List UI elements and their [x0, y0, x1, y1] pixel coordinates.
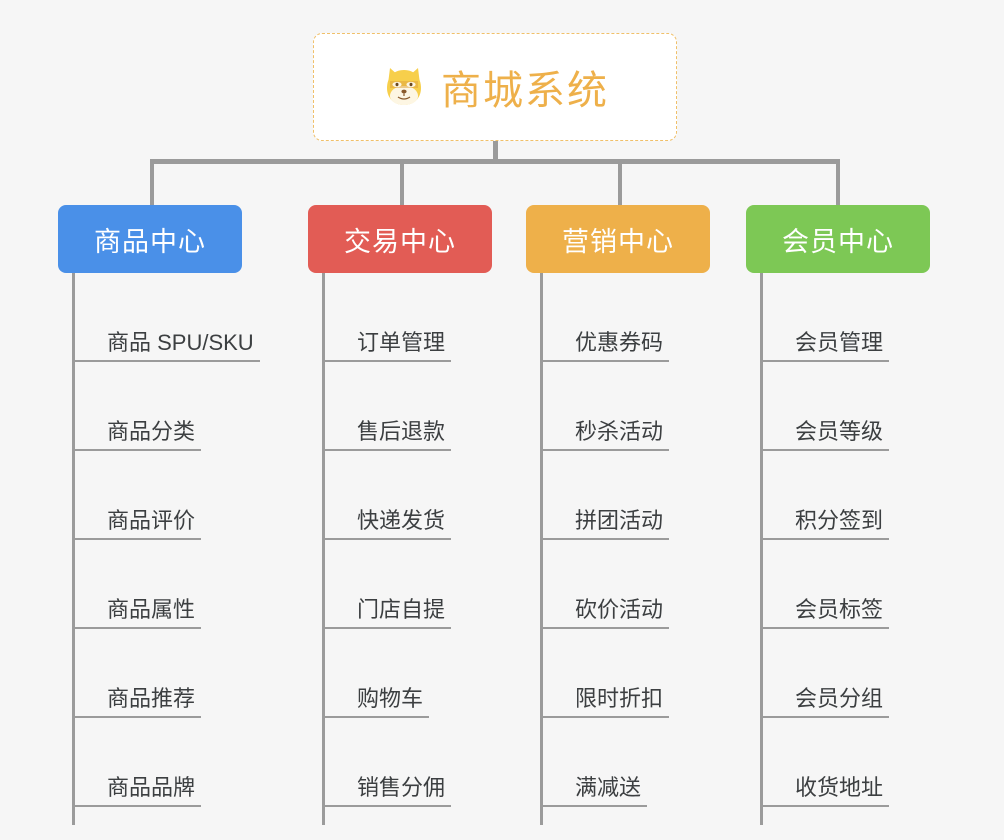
- leaf-label: 订单管理: [325, 329, 452, 362]
- connector-drop-category-1: [150, 159, 154, 206]
- connector-drop-category-3: [618, 159, 622, 206]
- leaf-trunk-2: [322, 273, 325, 825]
- connector-horizontal-bus: [150, 159, 840, 164]
- leaf-item[interactable]: 购物车: [325, 629, 430, 718]
- leaf-label: 会员管理: [763, 329, 890, 362]
- leaf-label: 会员等级: [763, 418, 890, 451]
- leaf-item[interactable]: 商品推荐: [75, 629, 202, 718]
- leaf-label: 会员分组: [763, 685, 890, 718]
- leaf-item[interactable]: 会员管理: [763, 273, 890, 362]
- category-box-4[interactable]: 会员中心: [746, 205, 930, 273]
- leaf-label: 售后退款: [325, 418, 452, 451]
- leaf-label: 拼团活动: [543, 507, 670, 540]
- leaf-item[interactable]: 销售分佣: [325, 718, 452, 807]
- category-box-1[interactable]: 商品中心: [58, 205, 242, 273]
- leaf-label: 商品推荐: [75, 685, 202, 718]
- leaf-item[interactable]: 商品评价: [75, 451, 202, 540]
- leaf-item[interactable]: 商品 SPU/SKU: [75, 273, 260, 362]
- leaf-item[interactable]: 拼团活动: [543, 451, 670, 540]
- leaf-item[interactable]: 限时折扣: [543, 629, 670, 718]
- leaf-trunk-3: [540, 273, 543, 825]
- leaf-label: 收货地址: [763, 774, 890, 807]
- category-box-3[interactable]: 营销中心: [526, 205, 710, 273]
- leaf-trunk-1: [72, 273, 75, 825]
- leaf-item[interactable]: 会员等级: [763, 362, 890, 451]
- leaf-label: 优惠券码: [543, 329, 670, 362]
- leaf-item[interactable]: 会员标签: [763, 540, 890, 629]
- connector-root-stem: [493, 141, 498, 162]
- leaf-item[interactable]: 收货地址: [763, 718, 890, 807]
- root-title: 商城系统: [441, 69, 609, 113]
- leaf-item[interactable]: 快递发货: [325, 451, 452, 540]
- leaf-item[interactable]: 商品品牌: [75, 718, 202, 807]
- leaf-item[interactable]: 订单管理: [325, 273, 452, 362]
- leaf-label: 商品评价: [75, 507, 202, 540]
- leaf-item[interactable]: 商品分类: [75, 362, 202, 451]
- category-box-2[interactable]: 交易中心: [308, 205, 492, 273]
- leaf-item[interactable]: 砍价活动: [543, 540, 670, 629]
- leaf-label: 秒杀活动: [543, 418, 670, 451]
- category-label-1: 商品中心: [94, 226, 206, 257]
- leaf-label: 快递发货: [325, 507, 452, 540]
- leaf-label: 积分签到: [763, 507, 890, 540]
- leaf-item[interactable]: 秒杀活动: [543, 362, 670, 451]
- leaf-item[interactable]: 门店自提: [325, 540, 452, 629]
- category-label-3: 营销中心: [562, 226, 674, 257]
- category-label-4: 会员中心: [782, 226, 894, 257]
- leaf-item[interactable]: 售后退款: [325, 362, 452, 451]
- root-node[interactable]: 商城系统: [313, 33, 677, 141]
- leaf-item[interactable]: 商品属性: [75, 540, 202, 629]
- leaf-label: 限时折扣: [543, 685, 670, 718]
- connector-drop-category-4: [836, 159, 840, 206]
- shiba-dog-emoji: [381, 64, 427, 110]
- leaf-label: 销售分佣: [325, 774, 452, 807]
- leaf-item[interactable]: 优惠券码: [543, 273, 670, 362]
- connector-drop-category-2: [400, 159, 404, 206]
- leaf-item[interactable]: 积分签到: [763, 451, 890, 540]
- leaf-trunk-4: [760, 273, 763, 825]
- leaf-label: 商品 SPU/SKU: [75, 329, 260, 362]
- leaf-label: 商品属性: [75, 596, 202, 629]
- leaf-item[interactable]: 会员分组: [763, 629, 890, 718]
- category-label-2: 交易中心: [344, 226, 456, 257]
- leaf-label: 会员标签: [763, 596, 890, 629]
- leaf-item[interactable]: 满减送: [543, 718, 648, 807]
- leaf-label: 满减送: [543, 774, 648, 807]
- leaf-label: 商品分类: [75, 418, 202, 451]
- leaf-label: 商品品牌: [75, 774, 202, 807]
- leaf-label: 门店自提: [325, 596, 452, 629]
- leaf-label: 购物车: [325, 685, 430, 718]
- leaf-label: 砍价活动: [543, 596, 670, 629]
